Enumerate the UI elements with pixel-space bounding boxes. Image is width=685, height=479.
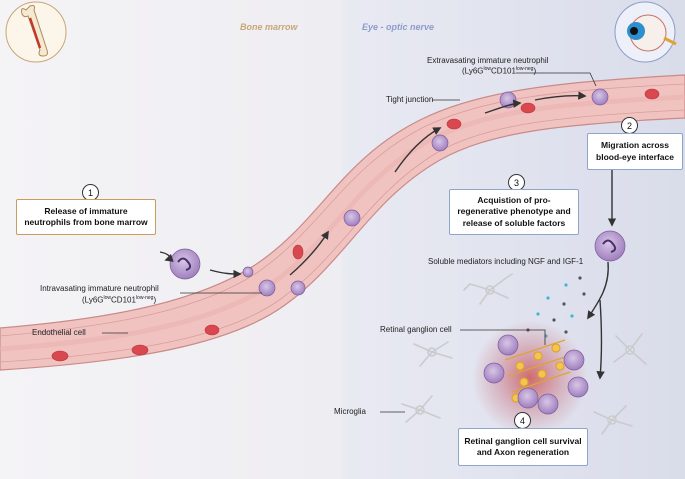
extravasating-neutrophil-label: Extravasating immature neutrophil [427,56,549,65]
leader-lines [102,72,597,413]
bone-icon [5,1,67,63]
step-4-badge: 4 [514,412,531,429]
endothelial-cell-label: Endothelial cell [32,328,86,337]
neutrophils [169,88,626,297]
step-2-box: Migration across blood-eye interface [587,133,683,170]
red-blood-cells [51,88,660,362]
step-1-box: Release of immature neutrophils from bon… [16,199,156,235]
microglia-label: Microglia [334,407,367,416]
tight-junction-label: Tight junction [386,95,434,104]
bone-marrow-background [0,0,342,479]
region-bone-marrow: Bone marrow [240,22,298,32]
step-4-box: Retinal ganglion cell survival and Axon … [458,428,588,466]
soluble-mediators-label: Soluble mediators including NGF and IGF-… [428,257,584,266]
step-3-box: Acquistion of pro-regenerative phenotype… [449,189,579,235]
retinal-ganglion-cell-label: Retinal ganglion cell [380,325,452,334]
step-3-badge: 3 [508,174,525,191]
region-eye-optic-nerve: Eye - optic nerve [362,22,435,32]
intravasating-neutrophil-label: Intravasating immature neutrophil [40,284,159,293]
intravasating-neutrophil-marker: (Ly6GlowCD101low-neg) [82,295,157,305]
flow-arrows [159,91,617,380]
extravasating-neutrophil-marker: (Ly6GlowCD101low-neg) [462,66,537,76]
eye-icon [614,1,677,63]
retina-neutrophils [483,334,589,415]
step-2-badge: 2 [621,117,638,134]
microglia-cells [401,273,647,435]
